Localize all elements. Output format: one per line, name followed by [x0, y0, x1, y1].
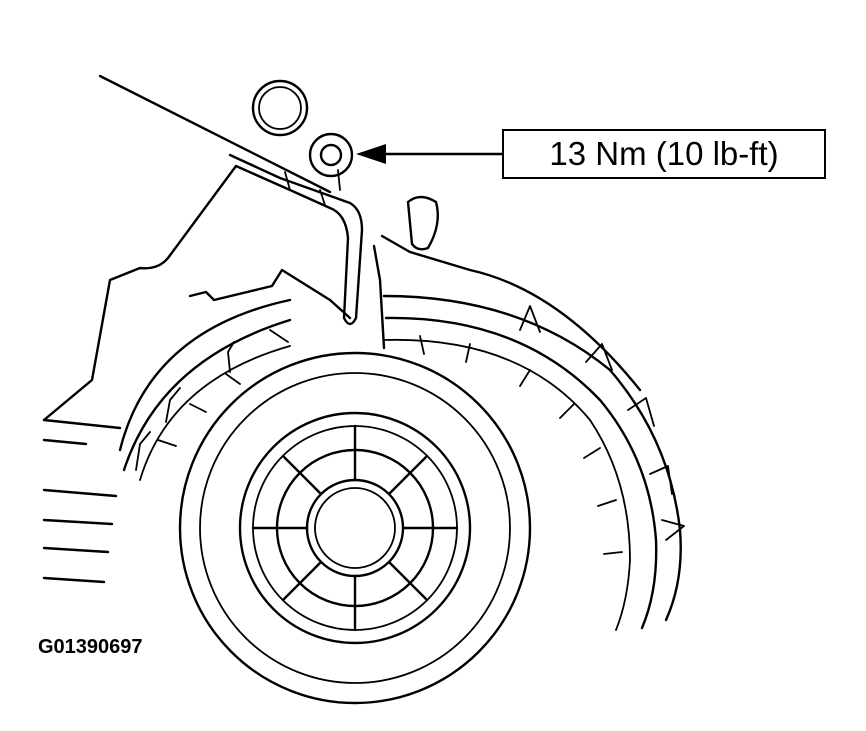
upper-tab: [406, 195, 439, 251]
bracket-arm-inner: [284, 169, 341, 206]
bolt-head-outer: [308, 132, 354, 178]
rotor-second-rim: [122, 316, 658, 630]
pulley-outer: [178, 351, 532, 705]
torque-callout-label: 13 Nm (10 lb-ft): [549, 135, 779, 172]
washer-ring-outer: [251, 79, 309, 137]
rotor-outer-rim: [118, 294, 682, 622]
torque-callout-box: 13 Nm (10 lb-ft): [502, 129, 826, 179]
washer-ring-inner: [258, 86, 302, 130]
callout-arrowhead: [356, 144, 386, 164]
pulley-groove: [199, 372, 511, 684]
hub-center-inner: [314, 487, 396, 569]
rotor-teeth-right: [519, 305, 685, 541]
bolt-head-inner: [319, 143, 343, 167]
fan-segment-dividers: [157, 335, 623, 555]
hub-spokes: [251, 424, 459, 632]
bracket-arm-outline: [42, 153, 364, 422]
housing-left-rib: [42, 418, 122, 584]
fan-segment-ring: [139, 338, 631, 631]
hub-ring-outer: [238, 411, 472, 645]
rotor-teeth-left: [135, 329, 289, 471]
figure-id-label: G01390697: [38, 636, 143, 658]
back-plate-outline: [188, 234, 642, 392]
housing-upper-edge: [98, 74, 332, 194]
